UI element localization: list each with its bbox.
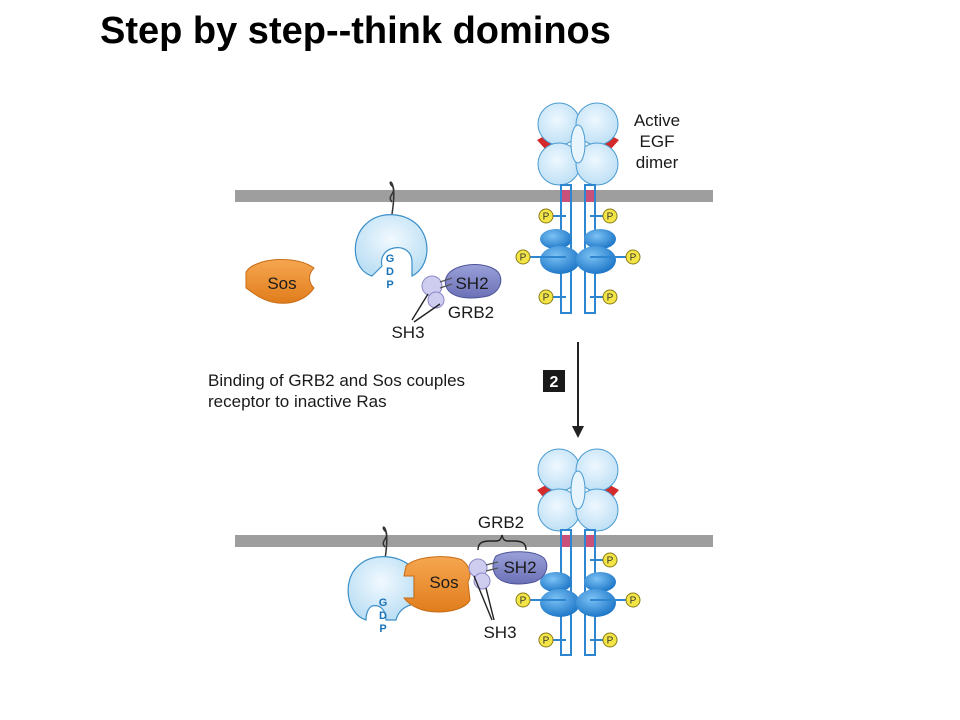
top-panel: P P P P P P Active — [235, 102, 713, 342]
phosphate-group: P — [602, 208, 618, 224]
svg-text:P: P — [520, 253, 527, 264]
step-number-box — [543, 370, 565, 392]
sh3-pointer — [473, 575, 493, 621]
sh3-pointer — [411, 293, 429, 321]
kinase-domain — [540, 589, 580, 617]
sos-protein-top — [245, 259, 315, 304]
grb2-protein-bottom — [468, 551, 548, 621]
arrow-head — [572, 426, 584, 438]
kinase-domain — [576, 246, 616, 274]
page-title: Step by step--think dominos — [100, 10, 611, 52]
egf-label-line: dimer — [636, 153, 679, 172]
gdp-letter: G — [379, 597, 388, 609]
sh3-linker — [439, 277, 453, 283]
gdp-letter: P — [386, 279, 393, 291]
grb2-protein-top — [411, 264, 502, 323]
sh3-pointer — [413, 303, 441, 323]
lipid-anchor — [389, 181, 395, 215]
phosphate-group: P — [625, 249, 641, 265]
sh3-linker — [485, 567, 499, 572]
svg-text:P: P — [543, 293, 550, 304]
ras-protein-bottom — [347, 526, 415, 621]
membrane-bottom — [235, 535, 713, 547]
svg-text:P: P — [607, 556, 614, 567]
phosphate-group: P — [602, 289, 618, 305]
sh2-label: SH2 — [503, 558, 536, 577]
grb2-brace — [477, 534, 527, 551]
sh2-label: SH2 — [455, 274, 488, 293]
sh3-linker — [439, 283, 453, 289]
phosphate-group: P — [515, 592, 531, 608]
egf-ligand — [570, 124, 586, 164]
sos-label: Sos — [267, 274, 296, 293]
bottom-panel: P P P P P GRB2 — [235, 448, 713, 656]
tm-segment — [586, 190, 594, 202]
egf-receptor-dimer-bottom: P P P P P — [515, 448, 641, 656]
phosphate-group: P — [602, 632, 618, 648]
egf-label-line: Active — [634, 111, 680, 130]
step-number: 2 — [550, 374, 559, 391]
egf-ligand — [570, 470, 586, 510]
svg-text:P: P — [630, 253, 637, 264]
phosphate-group: P — [538, 289, 554, 305]
phosphate-group: P — [515, 249, 531, 265]
grb2-label: GRB2 — [478, 513, 524, 532]
sos-label: Sos — [429, 573, 458, 592]
svg-text:P: P — [607, 293, 614, 304]
kinase-domain — [584, 229, 616, 249]
egf-label-line: EGF — [640, 132, 675, 151]
phosphate-group: P — [538, 632, 554, 648]
kinase-domain — [540, 572, 572, 592]
sh3-pointer — [485, 587, 495, 621]
ras-body — [347, 556, 415, 621]
membrane-top — [235, 190, 713, 202]
grb2-label: GRB2 — [448, 303, 494, 322]
gdp-letter: G — [386, 253, 395, 265]
step-annotation: Binding of GRB2 and Sos couples receptor… — [208, 342, 584, 438]
tm-segment — [562, 190, 570, 202]
lipid-anchor — [382, 526, 388, 560]
gdp-letter: D — [386, 266, 394, 278]
tm-segment — [586, 535, 594, 547]
gdp-letter: D — [379, 610, 387, 622]
ras-protein-top — [354, 181, 428, 277]
sh3-domain — [427, 291, 445, 309]
egf-receptor-dimer-top: P P P P P P — [515, 102, 641, 314]
kinase-domain — [576, 589, 616, 617]
phosphate-group: P — [602, 552, 618, 568]
ras-body — [354, 214, 428, 277]
svg-text:P: P — [607, 636, 614, 647]
svg-text:P: P — [543, 212, 550, 223]
svg-text:P: P — [520, 596, 527, 607]
sh2-domain — [444, 264, 502, 299]
phosphate-group: P — [625, 592, 641, 608]
kinase-domain — [584, 572, 616, 592]
egf-domain — [575, 142, 619, 186]
tm-segment — [562, 535, 570, 547]
sos-protein-bottom — [402, 556, 471, 613]
svg-text:P: P — [630, 596, 637, 607]
kinase-domain — [540, 229, 572, 249]
sh3-label: SH3 — [391, 323, 424, 342]
step-text-line: Binding of GRB2 and Sos couples — [208, 371, 465, 390]
kinase-domain — [540, 246, 580, 274]
sh3-linker — [485, 561, 499, 566]
step-text-line: receptor to inactive Ras — [208, 392, 387, 411]
gdp-letter: P — [379, 623, 386, 635]
sh2-domain — [492, 551, 548, 585]
svg-text:P: P — [543, 636, 550, 647]
sh3-label: SH3 — [483, 623, 516, 642]
svg-text:P: P — [607, 212, 614, 223]
phosphate-group: P — [538, 208, 554, 224]
egf-domain — [575, 488, 619, 532]
